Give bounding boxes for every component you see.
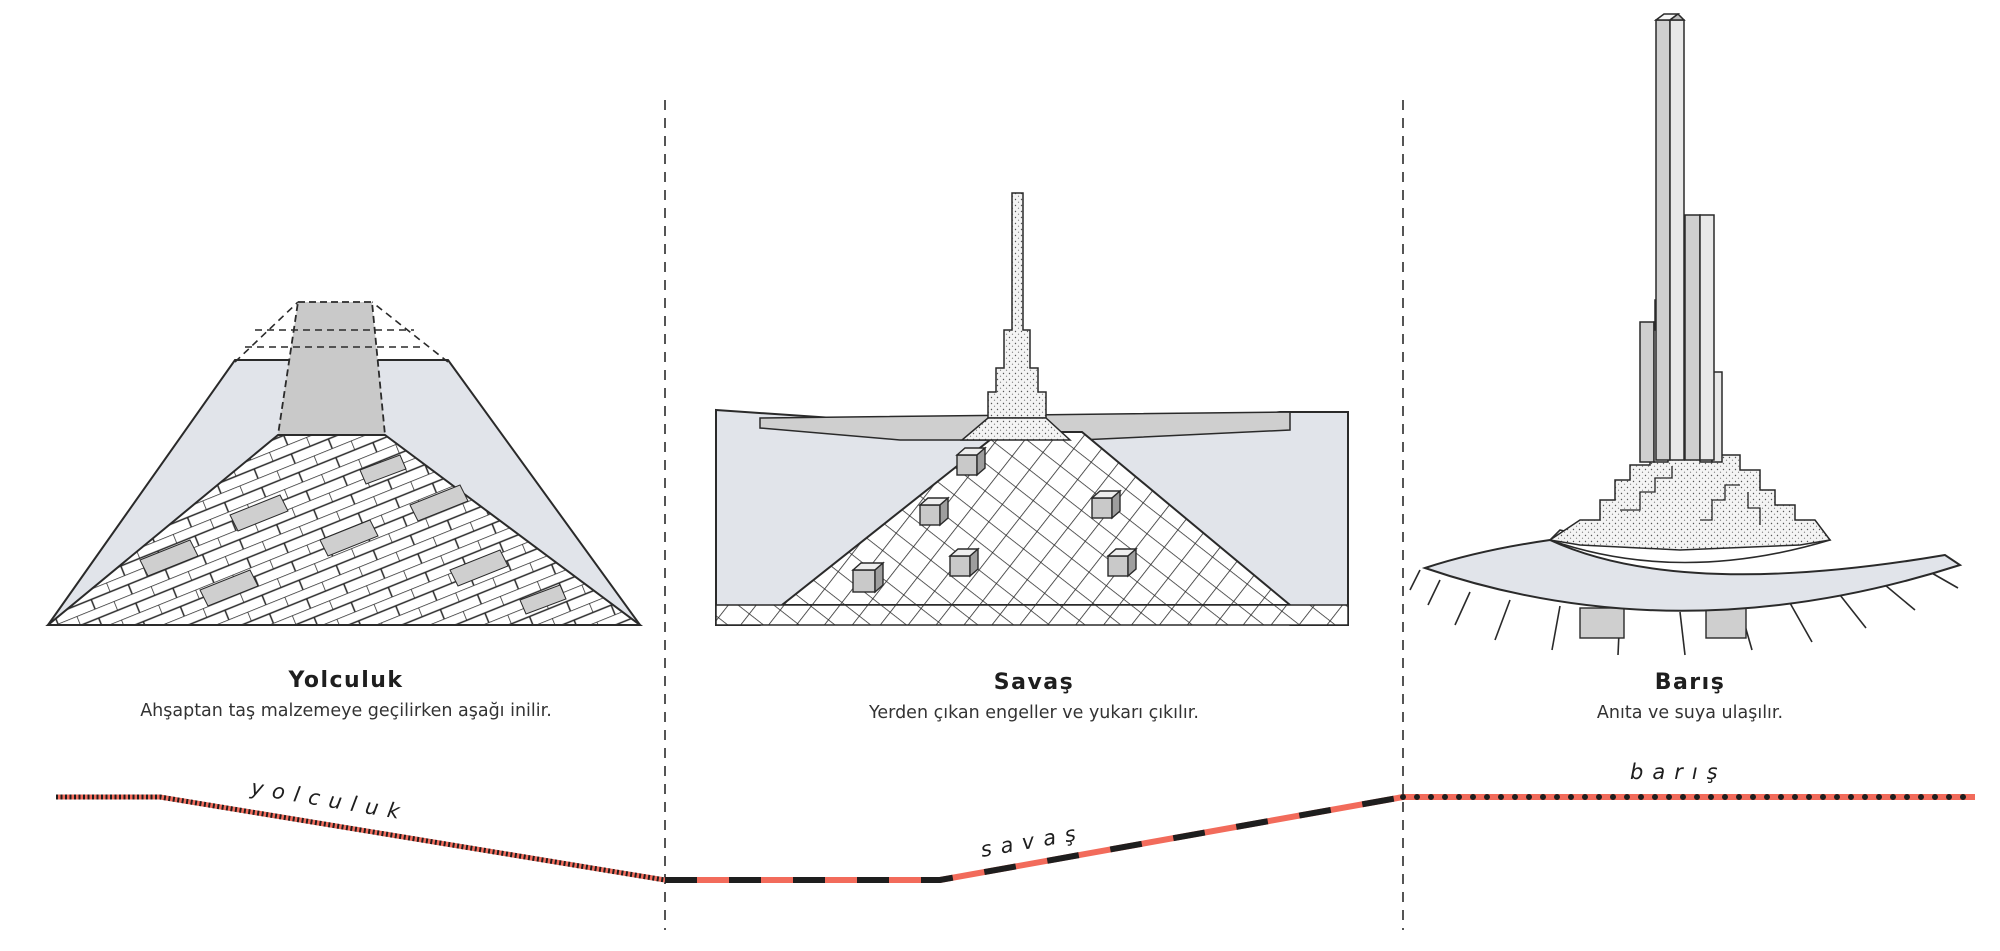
section-description: Anıta ve suya ulaşılır. [1596, 703, 1784, 723]
peace-illustration [1409, 13, 1963, 656]
war-illustration [715, 192, 1349, 626]
section-description: Ahşaptan taş malzemeye geçilirken aşağı … [140, 701, 552, 721]
caption-war: Savaş Yerden çıkan engeller ve yukarı çı… [734, 670, 1334, 723]
section-description: Yerden çıkan engeller ve yukarı çıkılır. [869, 703, 1199, 723]
caption-journey: Yolculuk Ahşaptan taş malzemeye geçilirk… [46, 668, 646, 721]
section-title: Savaş [993, 670, 1075, 695]
route-label-peace: barış [1630, 760, 1727, 784]
journey-illustration [45, 301, 644, 626]
section-title: Barış [1654, 670, 1726, 695]
route-line [56, 794, 1978, 883]
section-title: Yolculuk [288, 668, 404, 693]
caption-peace: Barış Anıta ve suya ulaşılır. [1390, 670, 1990, 723]
